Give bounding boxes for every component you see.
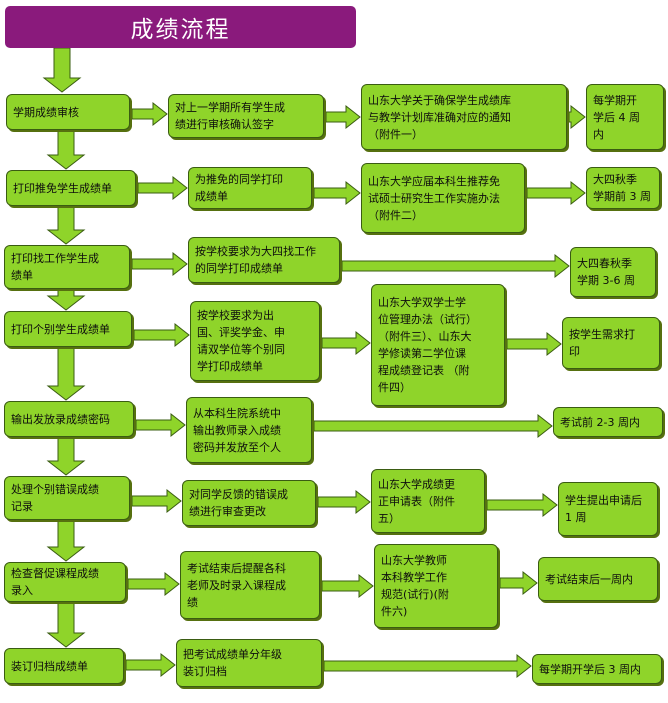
step-box: 学期成绩审核 xyxy=(6,94,130,130)
down-arrow xyxy=(46,601,86,648)
step-label: 装订归档成绩单 xyxy=(11,659,88,673)
time-box: 大四秋季 学期前 3 周 xyxy=(586,167,660,209)
step-label: 打印推免学生成绩单 xyxy=(13,181,112,195)
action-box: 对同学反馈的错误成 绩进行审查更改 xyxy=(182,480,316,526)
right-arrow xyxy=(133,322,190,348)
down-arrow xyxy=(46,129,86,170)
time-label: 考试结束后一周内 xyxy=(545,572,633,586)
time-label: 按学生需求打 印 xyxy=(569,328,635,358)
right-arrow xyxy=(321,573,374,599)
action-box: 按学校要求为大四找工作 的同学打印成绩单 xyxy=(188,237,340,283)
action-box: 按学校要求为出 国、评奖学金、申 请双学位等个别同 学打印成绩单 xyxy=(190,301,320,381)
right-arrow xyxy=(321,330,371,356)
time-label: 大四春秋季 学期 3-6 周 xyxy=(577,257,635,287)
time-box: 按学生需求打 印 xyxy=(562,317,660,369)
time-box: 学生提出申请后 1 周 xyxy=(558,482,658,536)
doc-label: 山东大学双学士学 位管理办法（试行） （附件三）、山东大 学修读第二学位课 程成… xyxy=(378,296,477,394)
right-arrow xyxy=(325,104,361,130)
time-label: 学生提出申请后 1 周 xyxy=(565,494,642,524)
down-arrow xyxy=(46,436,86,476)
down-arrow xyxy=(42,47,82,93)
time-box: 大四春秋季 学期 3-6 周 xyxy=(570,247,656,297)
right-arrow xyxy=(323,653,532,679)
doc-box: 山东大学教师 本科教学工作 规范(试行)(附 件六) xyxy=(374,544,498,628)
right-arrow xyxy=(313,413,553,439)
step-label: 处理个别错误成绩 记录 xyxy=(11,483,99,513)
right-arrow xyxy=(499,570,538,596)
step-box: 打印推免学生成绩单 xyxy=(6,170,136,206)
action-box: 考试结束后提醒各科 老师及时录入课程成 绩 xyxy=(180,551,320,619)
right-arrow xyxy=(125,652,176,678)
time-label: 每学期开 学后 4 周 内 xyxy=(593,93,640,141)
right-arrow xyxy=(506,331,562,357)
action-box: 为推免的同学打印 成绩单 xyxy=(188,167,312,209)
time-label: 每学期开学后 3 周内 xyxy=(539,662,641,676)
action-label: 对上一学期所有学生成 绩进行审核确认签字 xyxy=(175,101,285,131)
right-arrow xyxy=(137,175,188,201)
action-label: 考试结束后提醒各科 老师及时录入课程成 绩 xyxy=(187,561,286,609)
time-box: 考试结束后一周内 xyxy=(538,557,658,601)
doc-label: 山东大学关于确保学生成绩库 与教学计划库准确对应的通知 （附件一） xyxy=(368,93,511,141)
action-label: 对同学反馈的错误成 绩进行审查更改 xyxy=(189,488,288,518)
step-box: 处理个别错误成绩 记录 xyxy=(4,476,130,520)
action-label: 按学校要求为大四找工作 的同学打印成绩单 xyxy=(195,245,316,275)
right-arrow xyxy=(317,489,371,515)
step-label: 学期成绩审核 xyxy=(13,105,79,119)
step-box: 装订归档成绩单 xyxy=(4,648,124,684)
time-label: 考试前 2-3 周内 xyxy=(560,415,640,429)
doc-box: 山东大学应届本科生推荐免 试硕士研究生工作实施办法 （附件二） xyxy=(361,163,525,233)
time-label: 大四秋季 学期前 3 周 xyxy=(593,173,651,203)
right-arrow xyxy=(131,488,182,514)
doc-box: 山东大学成绩更 正申请表（附件 五） xyxy=(371,469,485,533)
down-arrow xyxy=(46,519,86,562)
step-box: 打印找工作学生成 绩单 xyxy=(4,245,130,289)
right-arrow xyxy=(131,101,168,127)
step-box: 输出发放录成绩密码 xyxy=(4,401,134,437)
right-arrow xyxy=(568,104,586,130)
doc-box: 山东大学关于确保学生成绩库 与教学计划库准确对应的通知 （附件一） xyxy=(361,84,567,150)
step-label: 打印个别学生成绩单 xyxy=(11,322,110,336)
page-title: 成绩流程 xyxy=(5,6,356,48)
action-label: 为推免的同学打印 成绩单 xyxy=(195,173,283,203)
action-box: 从本科生院系统中 输出教师录入成绩 密码并发放至个人 xyxy=(186,397,312,463)
step-label: 打印找工作学生成 绩单 xyxy=(11,252,99,282)
action-label: 从本科生院系统中 输出教师录入成绩 密码并发放至个人 xyxy=(193,406,281,454)
down-arrow xyxy=(46,346,86,401)
time-box: 每学期开 学后 4 周 内 xyxy=(586,84,664,150)
right-arrow xyxy=(526,180,586,206)
right-arrow xyxy=(341,253,570,279)
step-box: 检查督促课程成绩 录入 xyxy=(4,562,126,602)
down-arrow xyxy=(46,288,86,311)
doc-label: 山东大学教师 本科教学工作 规范(试行)(附 件六) xyxy=(381,554,449,618)
doc-label: 山东大学应届本科生推荐免 试硕士研究生工作实施办法 （附件二） xyxy=(368,174,500,222)
step-label: 输出发放录成绩密码 xyxy=(11,412,110,426)
step-box: 打印个别学生成绩单 xyxy=(4,311,132,347)
time-box: 考试前 2-3 周内 xyxy=(553,407,663,437)
doc-label: 山东大学成绩更 正申请表（附件 五） xyxy=(378,477,455,525)
doc-box: 山东大学双学士学 位管理办法（试行） （附件三）、山东大 学修读第二学位课 程成… xyxy=(371,284,505,406)
right-arrow xyxy=(127,571,180,597)
action-label: 按学校要求为出 国、评奖学金、申 请双学位等个别同 学打印成绩单 xyxy=(197,309,285,373)
right-arrow xyxy=(131,251,188,277)
down-arrow xyxy=(46,205,86,245)
action-label: 把考试成绩单分年级 装订归档 xyxy=(183,648,282,678)
right-arrow xyxy=(135,412,186,438)
action-box: 把考试成绩单分年级 装订归档 xyxy=(176,639,322,687)
step-label: 检查督促课程成绩 录入 xyxy=(11,567,99,597)
right-arrow xyxy=(313,180,361,206)
time-box: 每学期开学后 3 周内 xyxy=(532,654,662,684)
right-arrow xyxy=(486,492,558,518)
action-box: 对上一学期所有学生成 绩进行审核确认签字 xyxy=(168,94,324,138)
